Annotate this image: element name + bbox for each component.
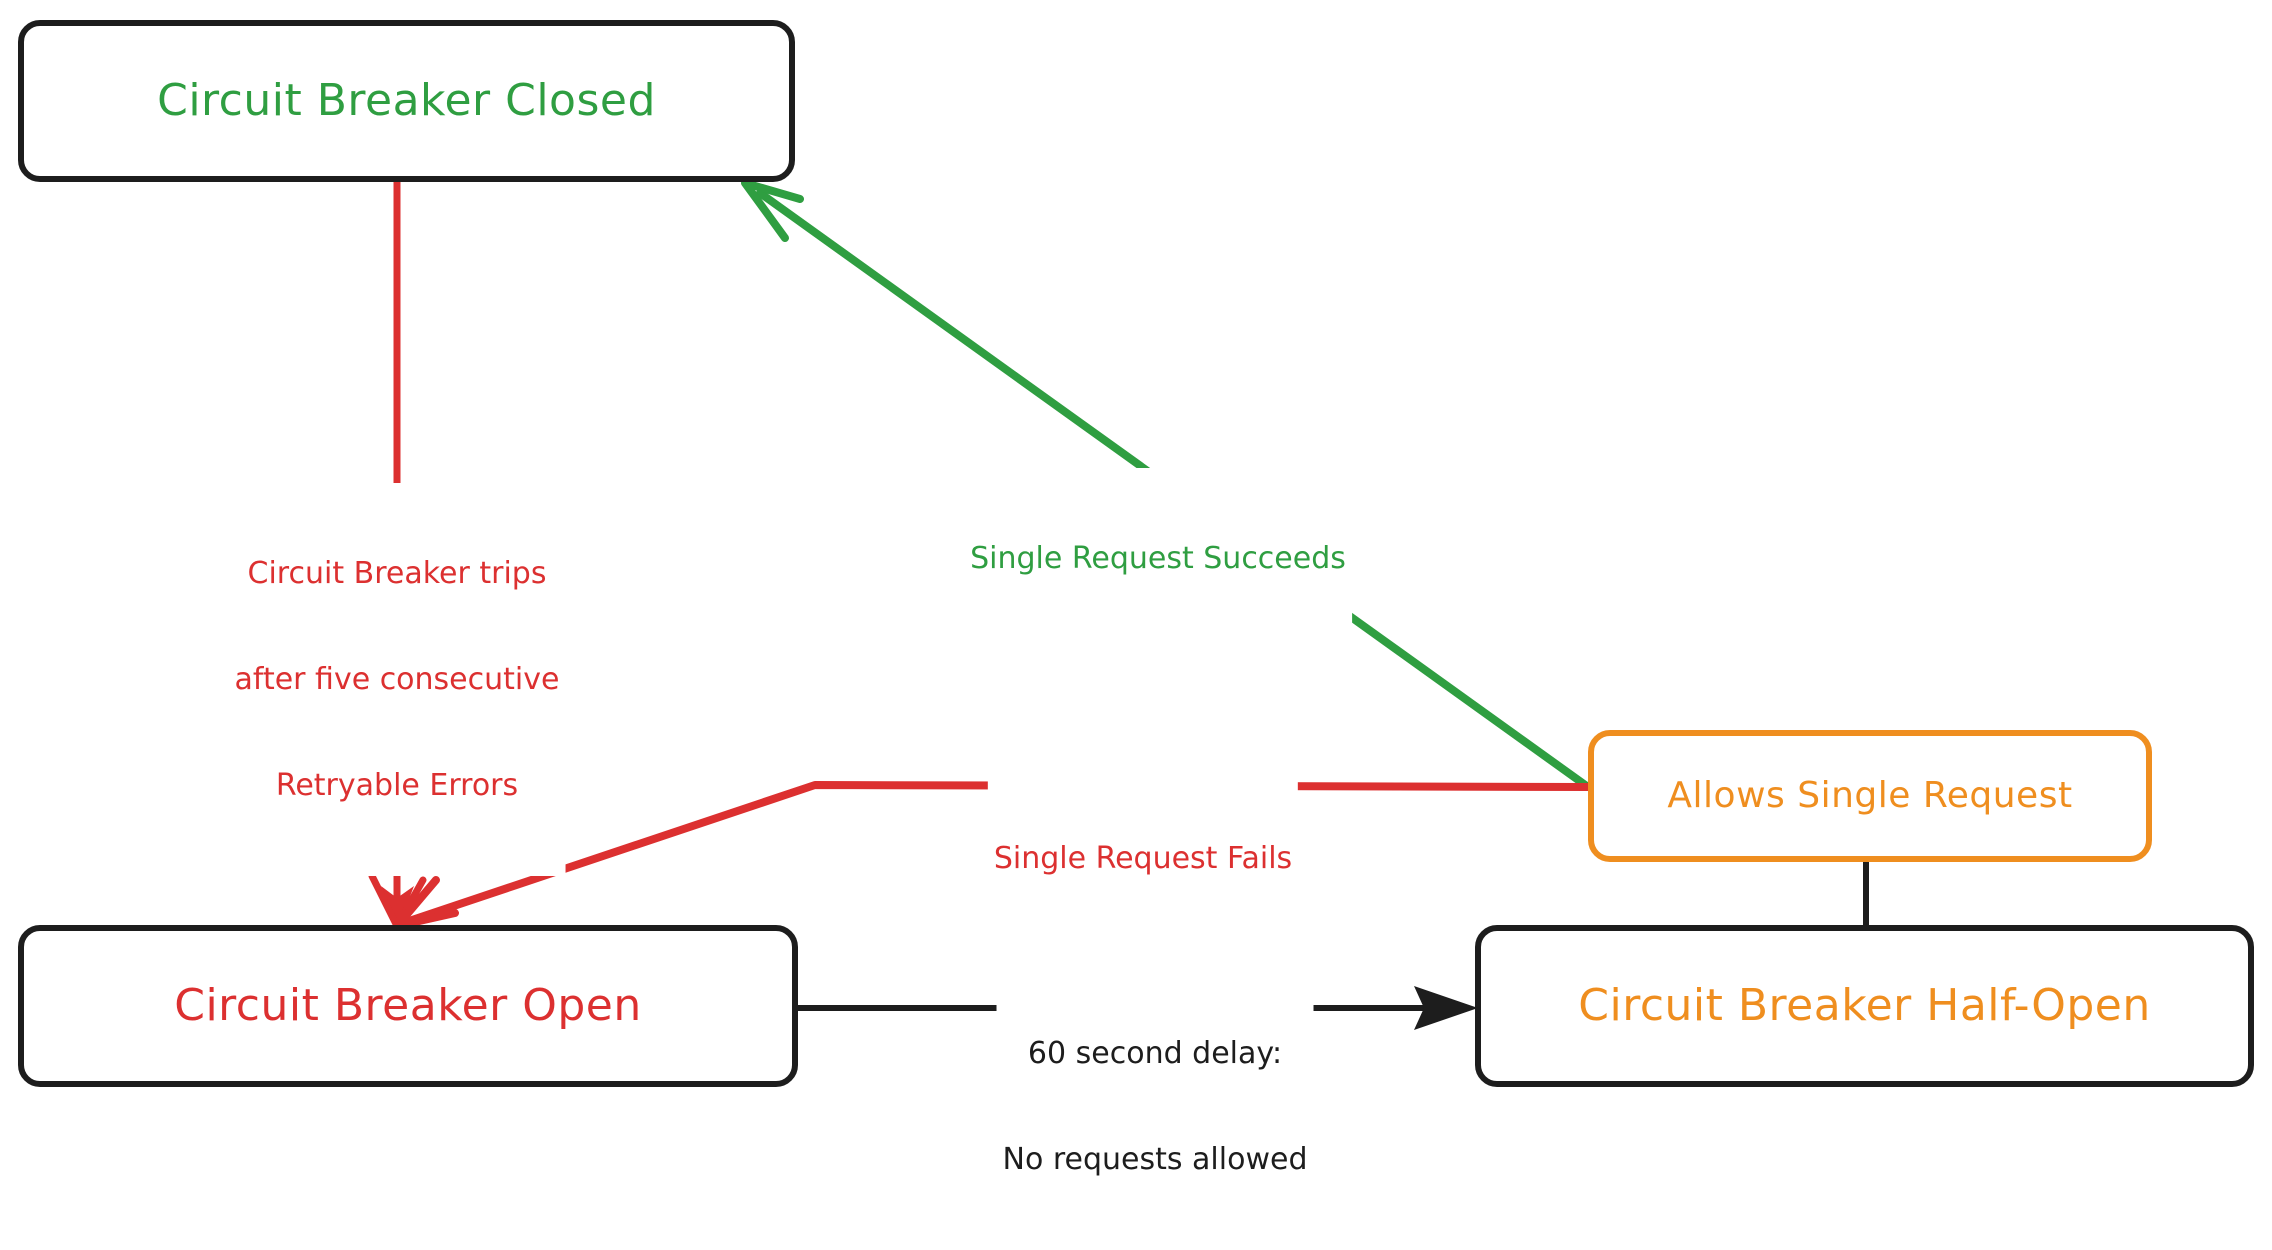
- edge-label-line: Single Request Succeeds: [970, 540, 1346, 576]
- node-label-allows-single-request: Allows Single Request: [1667, 775, 2073, 816]
- edge-label-allows-to-open: Single Request Fails: [987, 768, 1299, 949]
- edge-label-line: after five consecutive: [234, 661, 560, 697]
- edge-label-allows-to-closed: Single Request Succeeds: [964, 468, 1352, 649]
- edge-label-line: 60 second delay:: [1027, 1035, 1283, 1071]
- edge-allows-to-open: [393, 781, 1592, 930]
- node-circuit-breaker-half-open[interactable]: Circuit Breaker Half-Open: [1475, 925, 2254, 1087]
- node-label-open: Circuit Breaker Open: [174, 980, 642, 1031]
- edge-label-line: Circuit Breaker trips: [247, 555, 547, 591]
- node-circuit-breaker-closed[interactable]: Circuit Breaker Closed: [18, 20, 795, 182]
- node-allows-single-request[interactable]: Allows Single Request: [1588, 730, 2152, 862]
- node-label-half-open: Circuit Breaker Half-Open: [1578, 980, 2151, 1031]
- edge-label-closed-to-open: Circuit Breaker trips after five consecu…: [228, 483, 566, 877]
- diagram-canvas: Circuit Breaker Closed Circuit Breaker O…: [18, 20, 2254, 1177]
- node-label-closed: Circuit Breaker Closed: [157, 75, 656, 126]
- node-circuit-breaker-open[interactable]: Circuit Breaker Open: [18, 925, 798, 1087]
- edge-label-line: No requests allowed: [1002, 1141, 1308, 1177]
- edge-label-line: Retryable Errors: [275, 768, 519, 804]
- edge-label-line: Single Request Fails: [993, 840, 1293, 876]
